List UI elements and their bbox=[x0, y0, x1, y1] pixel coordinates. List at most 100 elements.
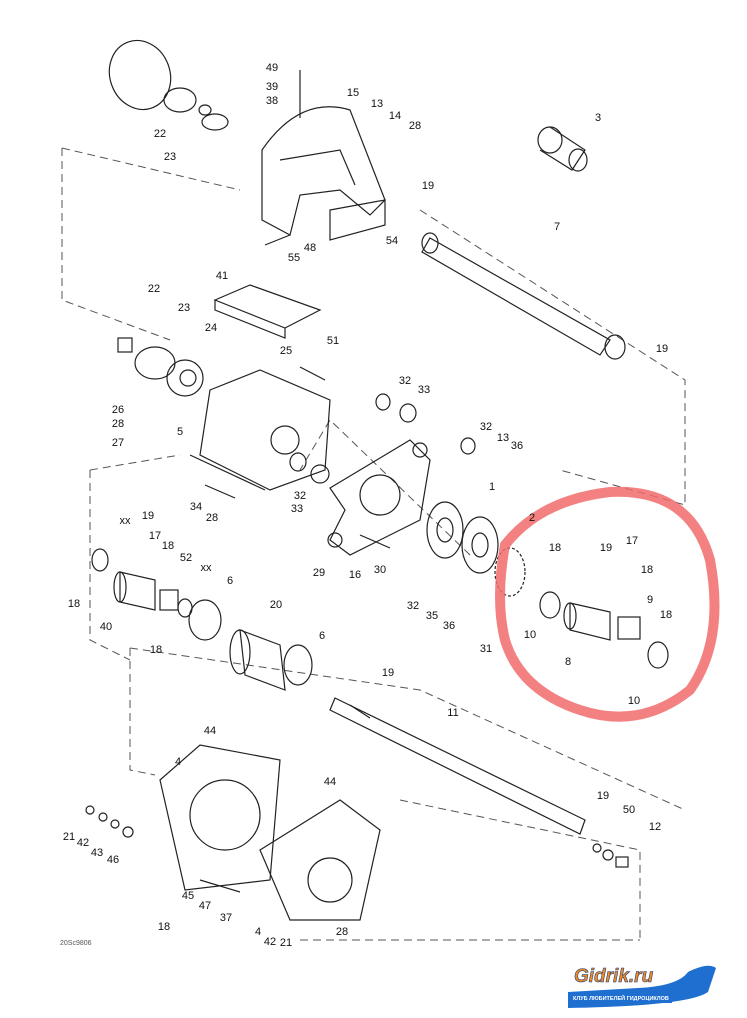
callout-10: 10 bbox=[523, 629, 537, 641]
callout-19: 19 bbox=[599, 542, 613, 554]
callout-23: 23 bbox=[177, 302, 191, 314]
callout-54: 54 bbox=[385, 235, 399, 247]
callout-32: 32 bbox=[398, 375, 412, 387]
callout-11: 11 bbox=[447, 707, 459, 719]
bearing-plates-1 bbox=[426, 501, 499, 574]
callout-32: 32 bbox=[479, 421, 493, 433]
callout-26: 26 bbox=[111, 404, 125, 416]
impeller-coupling-top bbox=[108, 39, 229, 131]
cover-part-15 bbox=[261, 70, 386, 246]
gidrik-logo[interactable]: Gidrik.ru КЛУБ ЛЮБИТЕЛЕЙ ГИДРОЦИКЛОВ bbox=[568, 962, 718, 1010]
callout-33: 33 bbox=[417, 384, 431, 396]
callout-18: 18 bbox=[161, 540, 175, 552]
callout-37: 37 bbox=[219, 912, 233, 924]
callout-17: 17 bbox=[148, 530, 162, 542]
callout-10: 10 bbox=[627, 695, 641, 707]
callout-49: 49 bbox=[265, 62, 279, 74]
callout-19: 19 bbox=[421, 180, 435, 192]
callout-52: 52 bbox=[179, 552, 193, 564]
boot-assembly-40 bbox=[91, 548, 193, 618]
callout-2: 2 bbox=[528, 512, 536, 524]
callout-14: 14 bbox=[388, 110, 402, 122]
dashed-frame-lines bbox=[61, 147, 686, 941]
callout-19: 19 bbox=[596, 790, 610, 802]
callout-6: 6 bbox=[226, 575, 234, 587]
callout-30: 30 bbox=[373, 564, 387, 576]
callout-39: 39 bbox=[265, 81, 279, 93]
callout-42: 42 bbox=[263, 936, 277, 948]
callout-18: 18 bbox=[157, 921, 171, 933]
callout-32: 32 bbox=[406, 600, 420, 612]
callout-40: 40 bbox=[99, 621, 113, 633]
highlight-circle bbox=[495, 486, 720, 722]
callout-3: 3 bbox=[594, 112, 602, 124]
plate-part-41 bbox=[213, 284, 322, 339]
callout-13: 13 bbox=[370, 98, 384, 110]
callout-18: 18 bbox=[548, 542, 562, 554]
callout-7: 7 bbox=[553, 221, 561, 233]
callout-28: 28 bbox=[205, 512, 219, 524]
pump-housing bbox=[159, 744, 381, 921]
callout-51: 51 bbox=[326, 335, 340, 347]
hardware-fasteners bbox=[85, 366, 629, 893]
callout-18: 18 bbox=[659, 609, 673, 621]
callout-32: 32 bbox=[293, 490, 307, 502]
callout-28: 28 bbox=[111, 418, 125, 430]
callout-18: 18 bbox=[67, 598, 81, 610]
callout-19: 19 bbox=[381, 667, 395, 679]
driveshaft-part-7 bbox=[421, 232, 626, 360]
callout-38: 38 bbox=[265, 95, 279, 107]
bushings-32-33 bbox=[289, 393, 476, 484]
support-part-25 bbox=[189, 369, 331, 491]
callout-17: 17 bbox=[625, 535, 639, 547]
callout-47: 47 bbox=[198, 900, 212, 912]
seal-carrier-2 bbox=[494, 547, 526, 597]
callout-12: 12 bbox=[648, 821, 662, 833]
callout-27: 27 bbox=[111, 437, 125, 449]
callout-9: 9 bbox=[646, 594, 654, 606]
callout-18: 18 bbox=[149, 644, 163, 656]
callout-23: 23 bbox=[163, 151, 177, 163]
callout-43: 43 bbox=[90, 847, 104, 859]
callout-42: 42 bbox=[76, 837, 90, 849]
logo-subtitle: КЛУБ ЛЮБИТЕЛЕЙ ГИДРОЦИКЛОВ bbox=[570, 995, 672, 1003]
callout-18: 18 bbox=[640, 564, 654, 576]
callout-xx: xx bbox=[119, 515, 131, 527]
callout-15: 15 bbox=[346, 87, 360, 99]
callout-31: 31 bbox=[479, 643, 493, 655]
callout-28: 28 bbox=[335, 926, 349, 938]
callout-44: 44 bbox=[323, 776, 337, 788]
callout-4: 4 bbox=[174, 756, 182, 768]
callout-28: 28 bbox=[408, 120, 422, 132]
callout-36: 36 bbox=[510, 440, 524, 452]
callout-6: 6 bbox=[318, 630, 326, 642]
coupling-parts-22-24 bbox=[117, 337, 204, 397]
callout-22: 22 bbox=[153, 128, 167, 140]
callout-20: 20 bbox=[269, 599, 283, 611]
callout-1: 1 bbox=[488, 481, 496, 493]
boot-assembly-8-10 bbox=[539, 591, 669, 669]
callout-55: 55 bbox=[287, 252, 301, 264]
callout-13: 13 bbox=[496, 432, 510, 444]
callout-50: 50 bbox=[622, 804, 636, 816]
callout-19: 19 bbox=[141, 510, 155, 522]
drawing-code: 20Sc9806 bbox=[60, 940, 92, 947]
callout-xx: xx bbox=[200, 562, 212, 574]
callout-22: 22 bbox=[147, 283, 161, 295]
callout-21: 21 bbox=[279, 937, 293, 949]
callout-35: 35 bbox=[425, 610, 439, 622]
callout-24: 24 bbox=[204, 322, 218, 334]
callout-46: 46 bbox=[106, 854, 120, 866]
callout-21: 21 bbox=[62, 831, 76, 843]
callout-4: 4 bbox=[254, 926, 262, 938]
callout-16: 16 bbox=[348, 569, 362, 581]
logo-title: Gidrik.ru bbox=[574, 966, 654, 988]
callout-34: 34 bbox=[189, 501, 203, 513]
callout-25: 25 bbox=[279, 345, 293, 357]
callout-33: 33 bbox=[290, 503, 304, 515]
callout-45: 45 bbox=[181, 890, 195, 902]
callout-41: 41 bbox=[215, 270, 229, 282]
callout-29: 29 bbox=[312, 567, 326, 579]
